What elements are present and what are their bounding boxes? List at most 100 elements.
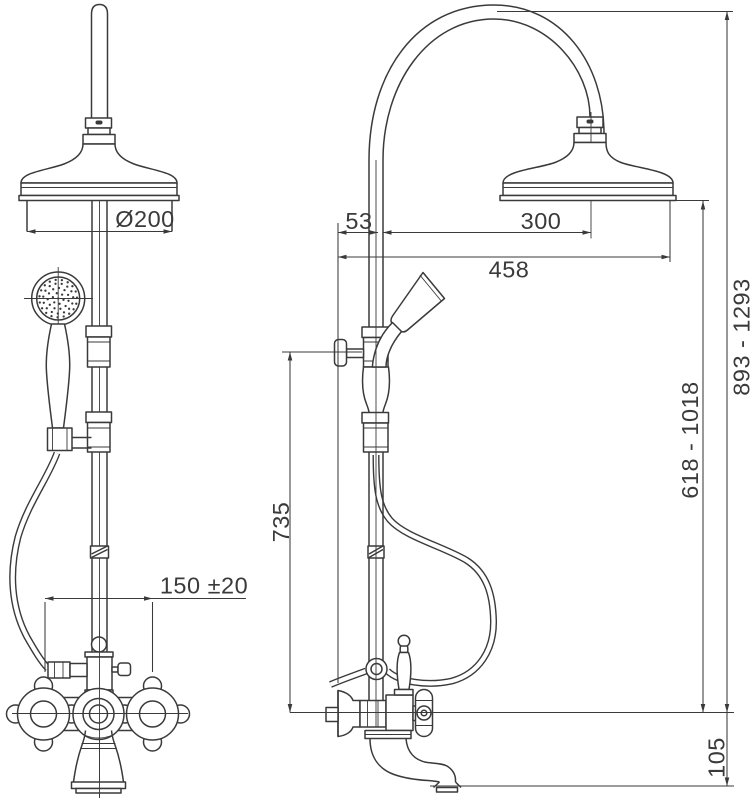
bracket-stem bbox=[345, 348, 365, 359]
dim-valve-centers: 150 ±20 bbox=[44, 573, 248, 672]
spray-dot bbox=[55, 292, 58, 295]
wall-flange bbox=[337, 689, 361, 738]
right-cross-handle bbox=[114, 676, 191, 752]
spray-dot bbox=[71, 302, 74, 305]
left-cross-handle bbox=[5, 676, 82, 752]
spray-dot bbox=[53, 307, 56, 310]
spray-dot bbox=[42, 295, 45, 298]
spray-dot bbox=[74, 290, 77, 293]
spray-dot bbox=[52, 288, 55, 291]
spray-dot bbox=[66, 281, 69, 284]
spray-dot bbox=[40, 307, 44, 310]
dim-arm-reach: 300 bbox=[383, 208, 591, 235]
wall-supply-nipple bbox=[325, 706, 339, 723]
dim-overall-height: 893 - 1293 bbox=[497, 10, 755, 713]
spray-dot bbox=[59, 307, 62, 310]
spray-dot bbox=[50, 310, 53, 314]
spray-dot bbox=[72, 296, 75, 299]
spray-dot bbox=[51, 295, 55, 299]
dim-head-diameter: Ø200 bbox=[27, 206, 175, 234]
front-hand-shower bbox=[24, 267, 93, 452]
dim-valve-centers-label: 150 ±20 bbox=[160, 573, 248, 599]
side-hand-shower-handle bbox=[371, 321, 403, 368]
spray-dot bbox=[43, 284, 46, 287]
spray-dot bbox=[75, 302, 78, 305]
front-connector-dot bbox=[95, 120, 103, 125]
bracket-knob bbox=[333, 338, 348, 367]
mixer-center-boss bbox=[72, 687, 125, 741]
spray-dot bbox=[45, 311, 48, 315]
dim-overall-reach: 458 bbox=[338, 200, 671, 283]
spray-dot bbox=[70, 290, 73, 293]
spray-dot bbox=[42, 301, 45, 304]
dim-head-diameter-label: Ø200 bbox=[115, 206, 175, 232]
hand-shower-handle-front bbox=[45, 323, 71, 429]
spray-dot bbox=[60, 278, 64, 282]
front-view bbox=[5, 3, 191, 798]
spray-dot bbox=[53, 301, 56, 304]
dimensions: Ø200 53 300 458 150 bbox=[27, 10, 755, 787]
spray-dot bbox=[62, 315, 65, 318]
side-column-fittings bbox=[333, 326, 391, 700]
spray-dot bbox=[38, 295, 41, 298]
diverter-knob-front bbox=[90, 636, 108, 653]
holder-arm bbox=[72, 436, 92, 449]
spray-dot bbox=[68, 312, 71, 315]
spray-dot bbox=[63, 288, 66, 292]
dim-head-clearance-label: 618 - 1018 bbox=[677, 381, 703, 498]
spray-dot bbox=[54, 278, 57, 282]
spray-dot bbox=[54, 282, 57, 285]
spray-dot bbox=[67, 307, 71, 310]
spray-dot bbox=[62, 311, 66, 314]
dim-spout-drop-label: 105 bbox=[704, 737, 730, 778]
spray-dot bbox=[66, 285, 69, 288]
spray-dot bbox=[44, 289, 47, 292]
spray-dot bbox=[48, 280, 51, 283]
dim-wall-offset-label: 53 bbox=[345, 208, 372, 234]
diverter-lever-front bbox=[117, 662, 132, 677]
side-rain-head bbox=[499, 112, 677, 239]
front-hand-shower-hose bbox=[9, 451, 61, 671]
spray-dot bbox=[71, 285, 74, 288]
spray-dot bbox=[64, 304, 67, 308]
spray-dot bbox=[72, 308, 75, 311]
spray-dot bbox=[60, 293, 64, 296]
dim-head-clearance: 618 - 1018 bbox=[676, 199, 709, 713]
hose-connection-boss bbox=[365, 657, 388, 681]
dim-spout-drop: 105 bbox=[290, 712, 734, 787]
spray-dot bbox=[60, 282, 63, 286]
front-mixer-valve bbox=[5, 630, 191, 798]
spray-dot bbox=[66, 293, 70, 297]
front-tub-spout bbox=[70, 730, 127, 794]
dim-riser-height: 735 bbox=[268, 351, 362, 713]
spray-dot bbox=[62, 298, 65, 302]
side-view bbox=[325, 4, 677, 793]
spray-dot bbox=[58, 302, 61, 305]
front-column bbox=[85, 231, 113, 652]
side-hand-shower bbox=[371, 271, 446, 368]
spray-dot bbox=[38, 301, 41, 304]
side-tub-spout bbox=[364, 729, 462, 793]
spray-dot bbox=[48, 303, 51, 306]
front-pipe-break bbox=[89, 545, 110, 559]
side-cross-handle bbox=[412, 688, 434, 738]
spray-dot bbox=[50, 314, 53, 318]
front-rain-head bbox=[18, 3, 180, 232]
spray-dot bbox=[45, 307, 48, 310]
hose-nut-front bbox=[47, 661, 71, 679]
side-mixer-valve bbox=[325, 160, 462, 793]
dim-overall-reach-label: 458 bbox=[489, 257, 530, 283]
dim-arm-reach-label: 300 bbox=[521, 208, 562, 234]
front-head-bell bbox=[20, 143, 178, 184]
side-diverter-lever bbox=[393, 634, 414, 696]
side-gooseneck-riser bbox=[368, 4, 605, 327]
dim-wall-offset: 53 bbox=[337, 208, 378, 683]
spray-dot bbox=[48, 284, 51, 288]
spray-dot bbox=[40, 289, 43, 292]
spray-dot bbox=[47, 292, 51, 295]
hand-shower-holder-front bbox=[46, 427, 73, 452]
dim-overall-height-label: 893 - 1293 bbox=[729, 278, 755, 395]
side-hand-shower-hose bbox=[329, 454, 498, 688]
